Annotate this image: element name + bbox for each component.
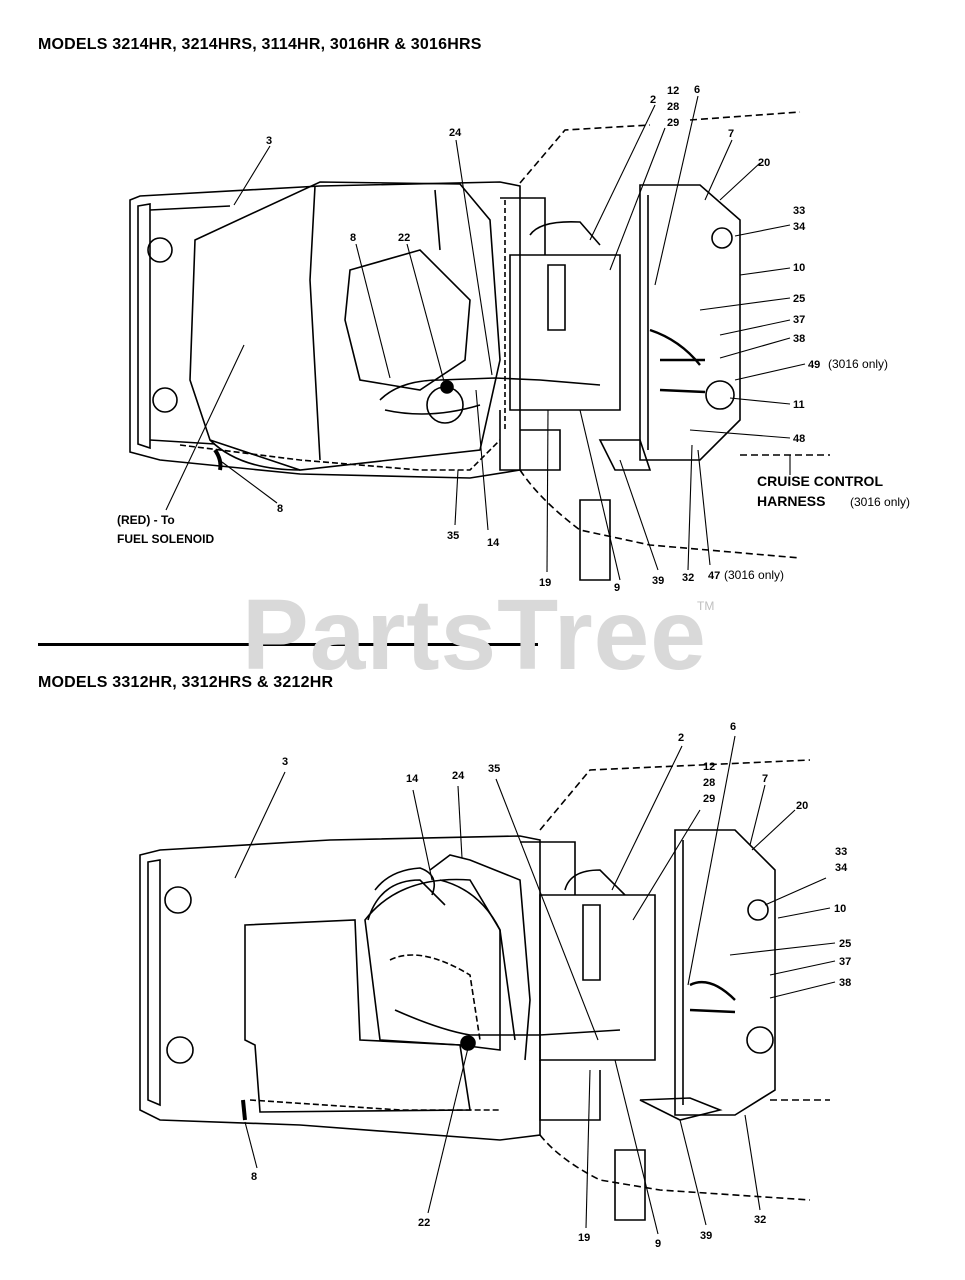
- cruise-control-line2: HARNESS: [757, 493, 825, 509]
- watermark-tm: TM: [697, 599, 715, 613]
- callout-38: 38: [793, 333, 805, 345]
- callout-29-b: 29: [703, 793, 715, 805]
- callout-49: 49: [808, 359, 820, 371]
- cruise-control-note: (3016 only): [850, 495, 910, 509]
- callout-24: 24: [449, 127, 462, 139]
- callout-28: 28: [667, 101, 679, 113]
- callout-39: 39: [652, 575, 664, 587]
- callout-37: 37: [793, 314, 805, 326]
- callout-49-note: (3016 only): [828, 357, 888, 371]
- callout-6: 6: [694, 84, 700, 96]
- callout-2: 2: [650, 94, 656, 106]
- top-diagram-drawing: [129, 111, 830, 581]
- callout-24-b: 24: [452, 770, 465, 782]
- callout-11: 11: [793, 399, 805, 411]
- callout-48: 48: [793, 433, 805, 445]
- callout-3-b: 3: [282, 756, 288, 768]
- callout-12: 12: [667, 85, 679, 97]
- top-leader-lines: [165, 95, 806, 581]
- callout-25-b: 25: [839, 938, 851, 950]
- callout-32-b: 32: [754, 1214, 766, 1226]
- callout-33: 33: [793, 205, 805, 217]
- callout-19-b: 19: [578, 1232, 590, 1244]
- callout-34-b: 34: [835, 862, 848, 874]
- callout-9-b: 9: [655, 1238, 661, 1250]
- callout-35: 35: [447, 530, 459, 542]
- callout-14-b: 14: [406, 773, 419, 785]
- callout-34: 34: [793, 221, 806, 233]
- callout-12-b: 12: [703, 761, 715, 773]
- callout-7-b: 7: [762, 773, 768, 785]
- callout-19: 19: [539, 577, 551, 589]
- watermark: PartsTree: [242, 579, 707, 691]
- callout-22-b: 22: [418, 1217, 430, 1229]
- callout-39-b: 39: [700, 1230, 712, 1242]
- callout-20: 20: [758, 157, 770, 169]
- callout-29: 29: [667, 117, 679, 129]
- callout-33-b: 33: [835, 846, 847, 858]
- callout-2-b: 2: [678, 732, 684, 744]
- callout-25: 25: [793, 293, 805, 305]
- callout-8-lower: 8: [277, 503, 283, 515]
- callout-47-note: (3016 only): [724, 568, 784, 582]
- callout-28-b: 28: [703, 777, 715, 789]
- heading-bottom-models: MODELS 3312HR, 3312HRS & 3212HR: [38, 674, 334, 691]
- callout-14: 14: [487, 537, 500, 549]
- red-note-line2: FUEL SOLENOID: [117, 532, 214, 546]
- callout-8-upper: 8: [350, 232, 356, 244]
- bottom-leader-lines: [234, 735, 836, 1235]
- callout-10-b: 10: [834, 903, 846, 915]
- cruise-control-line1: CRUISE CONTROL: [757, 473, 883, 489]
- callout-37-b: 37: [839, 956, 851, 968]
- callout-10: 10: [793, 262, 805, 274]
- callout-38-b: 38: [839, 977, 851, 989]
- section-divider: [38, 643, 538, 646]
- callout-9: 9: [614, 582, 620, 594]
- callout-8-b: 8: [251, 1171, 257, 1183]
- callout-3: 3: [266, 135, 272, 147]
- callout-22: 22: [398, 232, 410, 244]
- bottom-diagram-drawing: [139, 759, 830, 1221]
- red-note-line1: (RED) - To: [117, 513, 175, 527]
- callout-47: 47: [708, 570, 720, 582]
- callout-20-b: 20: [796, 800, 808, 812]
- heading-top-models: MODELS 3214HR, 3214HRS, 3114HR, 3016HR &…: [38, 36, 482, 53]
- callout-7: 7: [728, 128, 734, 140]
- callout-35-b: 35: [488, 763, 500, 775]
- callout-6-b: 6: [730, 721, 736, 733]
- callout-32: 32: [682, 572, 694, 584]
